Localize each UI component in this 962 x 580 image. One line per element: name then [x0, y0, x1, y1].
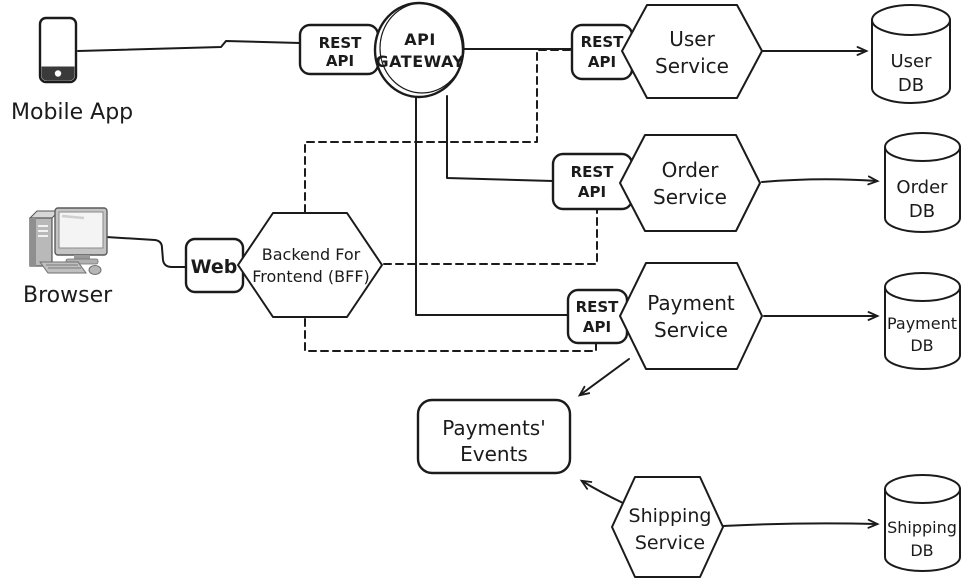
mobile-rest-api-node: REST API: [298, 23, 380, 76]
order-db-line1: Order: [896, 177, 948, 198]
payment-rest-api-line1: REST: [576, 298, 620, 316]
order-db-line2: DB: [909, 201, 935, 222]
api-gateway-line2: GATEWAY: [376, 52, 465, 71]
user-db-line1: User: [890, 51, 932, 72]
edge-gateway-to-payment-rest-api: [415, 95, 569, 316]
edges: [77, 40, 880, 529]
mobile-rest-api-line2: API: [326, 52, 354, 70]
edge-bff-to-order-rest-api-dashed: [383, 209, 598, 265]
user-db-node: User DB: [871, 4, 951, 104]
order-db-node: Order DB: [884, 132, 961, 233]
shipping-service-line2: Service: [635, 532, 705, 554]
api-gateway-node: API GATEWAY: [373, 1, 465, 99]
user-db-line2: DB: [898, 75, 924, 96]
payments-events-line1: Payments': [442, 416, 545, 440]
edge-shipping-service-to-payments-events: [579, 479, 624, 504]
edge-bff-to-user-rest-api-dashed: [304, 49, 572, 213]
bff-line2: Frontend (BFF): [252, 267, 370, 286]
payments-events-node: Payments' Events: [416, 398, 572, 475]
payments-events-line2: Events: [460, 442, 528, 466]
user-rest-api-node: REST API: [570, 23, 634, 81]
order-service-line1: Order: [662, 158, 720, 182]
payment-service-line2: Service: [654, 318, 728, 342]
payment-service-node: Payment Service: [619, 262, 763, 370]
edge-payment-service-to-payments-events: [577, 358, 630, 397]
user-rest-api-line2: API: [588, 53, 616, 71]
order-service-line2: Service: [653, 185, 727, 209]
bff-node: Backend For Frontend (BFF): [237, 212, 383, 318]
order-rest-api-line1: REST: [571, 163, 615, 181]
web-node: Web: [184, 237, 245, 294]
edge-order-service-to-order-db: [761, 175, 880, 186]
user-service-node: User Service: [621, 4, 763, 99]
payment-db-node: Payment DB: [884, 272, 961, 370]
web-label: Web: [191, 256, 238, 278]
shipping-service-line1: Shipping: [629, 505, 712, 527]
edge-shipping-service-to-shipping-db: [722, 518, 880, 529]
mobile-app-label: Mobile App: [11, 100, 133, 125]
order-rest-api-line2: API: [578, 183, 606, 201]
order-service-node: Order Service: [619, 134, 761, 232]
shipping-db-line1: Shipping: [887, 518, 957, 537]
shipping-db-line2: DB: [910, 541, 933, 560]
payment-db-line2: DB: [910, 336, 933, 355]
payment-db-line1: Payment: [887, 314, 957, 333]
shipping-service-node: Shipping Service: [611, 476, 724, 578]
mobile-app-node: Mobile App: [11, 16, 133, 125]
user-service-line1: User: [669, 27, 715, 51]
edge-gateway-to-order-rest-api: [446, 95, 554, 182]
shipping-db-node: Shipping DB: [884, 474, 961, 572]
payment-service-line1: Payment: [647, 291, 735, 315]
user-rest-api-line1: REST: [581, 33, 625, 51]
edge-mobile-to-rest-api: [77, 40, 301, 52]
payment-rest-api-node: REST API: [566, 288, 629, 345]
edge-browser-to-web: [105, 236, 187, 268]
desktop-computer-icon: [28, 207, 108, 275]
api-gateway-line1: API: [404, 30, 436, 49]
browser-label: Browser: [23, 283, 113, 308]
mobile-rest-api-line1: REST: [319, 34, 363, 52]
edge-bff-to-payment-rest-api-dashed: [304, 318, 597, 352]
payment-rest-api-line2: API: [583, 318, 611, 336]
bff-line1: Backend For: [262, 245, 361, 264]
user-service-line2: Service: [655, 54, 729, 78]
browser-node: Browser: [23, 207, 113, 308]
smartphone-icon: [38, 16, 78, 84]
